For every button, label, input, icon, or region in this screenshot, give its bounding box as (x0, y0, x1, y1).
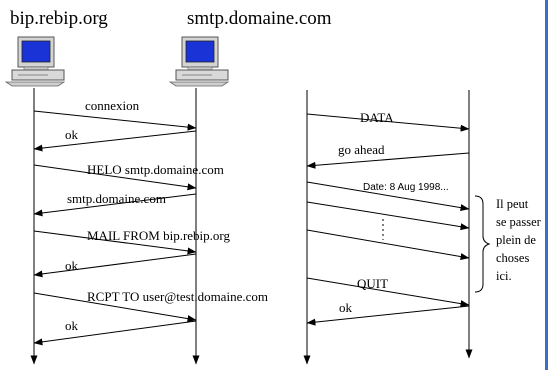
arrow-ok-3 (33, 320, 197, 346)
note-text: Il peut se passer plein de choses ici. (496, 197, 544, 283)
arrow-connexion (33, 110, 197, 131)
label-helo: HELO smtp.domaine.com (87, 162, 224, 177)
arrow-body-2 (306, 229, 470, 261)
arrow-quit (306, 277, 470, 308)
note-line: se passer (496, 215, 542, 229)
label-helo-reply: smtp.domaine.com (67, 191, 166, 206)
label-ok-final: ok (339, 300, 353, 315)
arrow-go-ahead (306, 152, 470, 169)
client-computer-icon (4, 36, 66, 87)
label-ok-2: ok (65, 258, 79, 273)
label-go-ahead: go ahead (338, 142, 385, 157)
brace-bracket (474, 195, 491, 293)
note-line: plein de (496, 233, 536, 247)
note-line: choses (496, 251, 529, 265)
page-accent-bar (545, 0, 548, 370)
arrow-data (306, 113, 470, 132)
client-host-label: bip.rebip.org (10, 8, 108, 29)
label-data: DATA (360, 110, 394, 125)
server-host-label: smtp.domaine.com (187, 8, 332, 29)
arrow-helo (33, 164, 197, 191)
label-date: Date: 8 Aug 1998... (363, 182, 449, 193)
note-line: Il peut (496, 197, 529, 211)
label-connexion: connexion (85, 98, 140, 113)
label-mail-from: MAIL FROM bip.rebip.org (87, 228, 231, 243)
label-ok-3: ok (65, 318, 79, 333)
label-ok-1: ok (65, 127, 79, 142)
arrow-ok-1 (33, 130, 197, 152)
note-line: ici. (496, 269, 512, 283)
server-computer-icon (168, 36, 230, 87)
arrow-rcpt-to (33, 292, 197, 323)
arrow-date (306, 181, 470, 212)
arrow-body-1 (306, 201, 470, 231)
label-rcpt-to: RCPT TO user@test.domaine.com (87, 289, 268, 304)
arrow-mail-from (33, 230, 197, 255)
arrow-ok-2 (33, 253, 197, 278)
arrow-ok-final (306, 305, 470, 326)
arrow-helo-reply (33, 193, 197, 217)
label-quit: QUIT (357, 276, 388, 291)
